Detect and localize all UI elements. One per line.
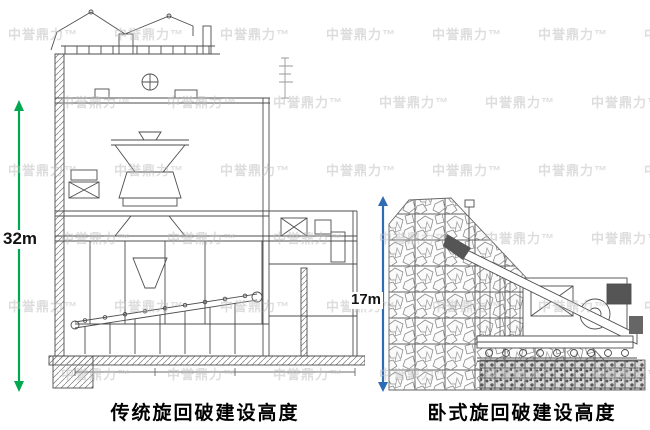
watermark: 中誉鼎力™ bbox=[432, 163, 503, 178]
lower-hall bbox=[75, 241, 269, 325]
motor-unit bbox=[68, 169, 100, 199]
upper-deck bbox=[55, 88, 270, 104]
hoist-wheel bbox=[141, 73, 159, 91]
horizontal-crusher bbox=[443, 199, 643, 362]
ground-foundation bbox=[48, 355, 365, 389]
right-annex bbox=[269, 210, 358, 357]
foundation-ground bbox=[479, 359, 646, 391]
watermark: 中誉鼎力™ bbox=[432, 27, 503, 42]
arrow-head-down bbox=[378, 382, 388, 392]
height-label-traditional: 32m bbox=[1, 229, 40, 249]
watermark: 中誉鼎力™ bbox=[538, 27, 609, 42]
caption-traditional: 传统旋回破建设高度 bbox=[110, 403, 300, 424]
arrow-head-down bbox=[14, 381, 24, 392]
dimension-annotations bbox=[279, 57, 293, 99]
watermark: 中誉鼎力™ bbox=[538, 163, 609, 178]
floor-slabs bbox=[55, 210, 357, 242]
watermark: 中誉鼎力™ bbox=[591, 95, 650, 110]
height-label-horizontal: 17m bbox=[349, 291, 384, 309]
watermark: 中誉鼎力™ bbox=[379, 95, 450, 110]
discharge-conveyor bbox=[70, 291, 263, 354]
main-column bbox=[262, 98, 270, 356]
watermark: 中誉鼎力™ bbox=[485, 95, 556, 110]
traditional-plant-drawing bbox=[48, 9, 365, 389]
arrow-head-up bbox=[378, 196, 388, 206]
caption-horizontal: 卧式旋回破建设高度 bbox=[427, 403, 617, 424]
top-platform bbox=[55, 25, 220, 55]
watermark: 中誉鼎力™ bbox=[644, 160, 650, 179]
watermark: 中誉鼎力™ bbox=[644, 24, 650, 43]
gyratory-crusher bbox=[111, 131, 189, 237]
horizontal-plant-drawing bbox=[388, 197, 646, 391]
arrow-head-up bbox=[14, 100, 24, 111]
tower-crane bbox=[50, 9, 194, 55]
left-retaining-wall bbox=[54, 53, 65, 357]
